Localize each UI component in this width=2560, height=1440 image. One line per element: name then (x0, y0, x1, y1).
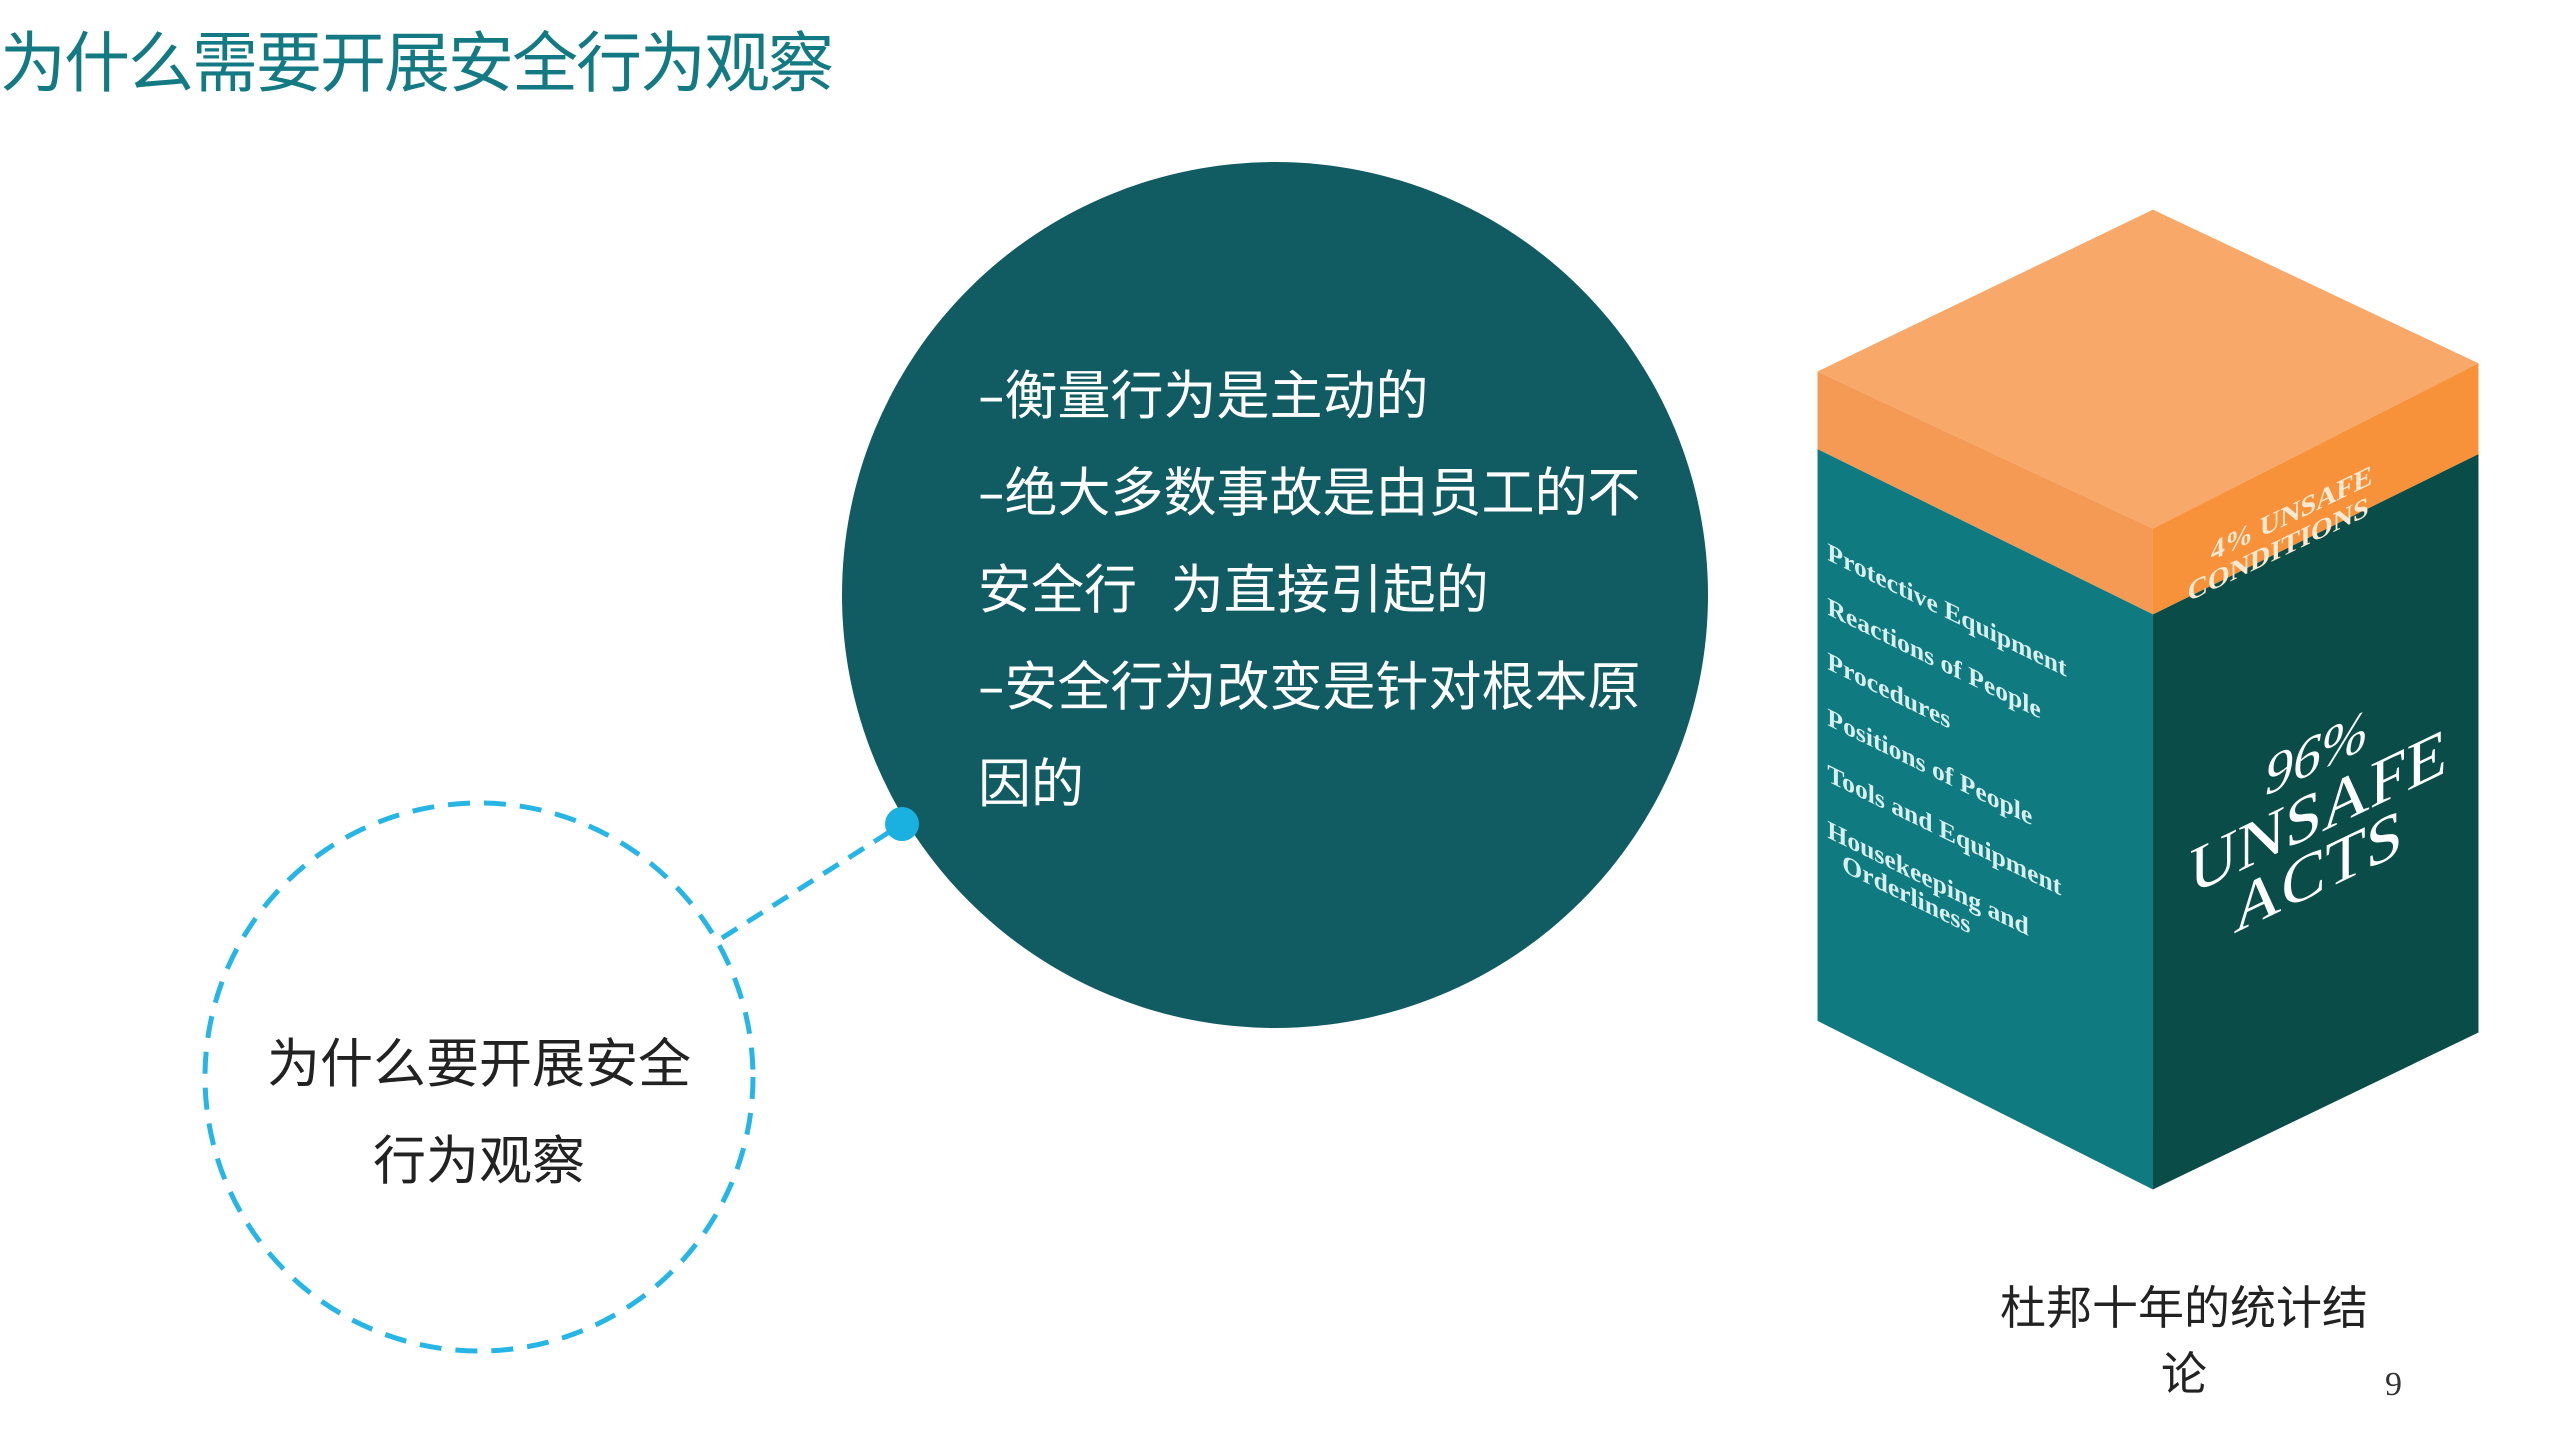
question-dashed-circle (202, 800, 756, 1354)
page-number: 9 (2385, 1366, 2402, 1403)
cube-right-band (2152, 363, 2479, 615)
point-line: 安全行 为直接引起的 (978, 560, 1489, 621)
cube-left-band (1817, 371, 2153, 615)
unsafe-acts-cube: 4% UNSAFE CONDITIONS Protective Equipmen… (1817, 209, 2479, 1190)
point-line: –衡量行为是主动的 (978, 366, 1429, 427)
question-line: 行为观察 (373, 1131, 585, 1192)
question-text: 为什么要开展安全 行为观察 (205, 1016, 753, 1210)
point-line: 因的 (978, 754, 1084, 815)
dashed-connector-line (720, 821, 904, 941)
main-points-text: –衡量行为是主动的 –绝大多数事故是由员工的不 安全行 为直接引起的 –安全行为… (978, 348, 1641, 833)
cube-left-face (1817, 449, 2153, 1190)
cube-right-face (2152, 454, 2479, 1190)
page-title: 为什么需要开展安全行为观察 (0, 25, 834, 102)
point-line: –绝大多数事故是由员工的不 (978, 463, 1641, 524)
question-line: 为什么要开展安全 (267, 1034, 691, 1095)
point-line: –安全行为改变是针对根本原 (978, 657, 1641, 718)
cube-caption: 杜邦十年的统计结论 (2000, 1281, 2368, 1401)
main-point-circle (842, 162, 1708, 1028)
connector-dot (885, 807, 919, 841)
cube-top-face (1817, 209, 2479, 529)
